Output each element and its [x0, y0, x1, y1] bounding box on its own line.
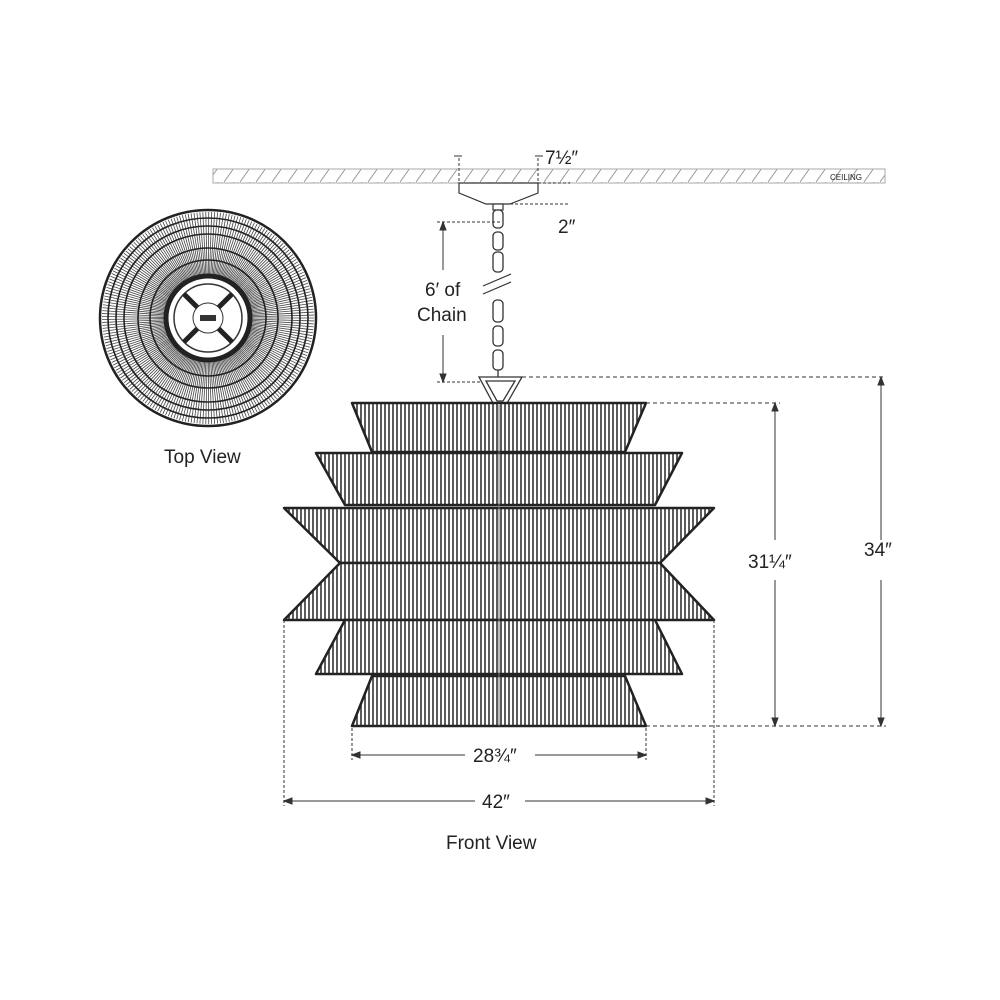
canopy — [458, 182, 539, 211]
height-dimensions — [522, 375, 886, 728]
ceiling: CEILING — [212, 168, 886, 184]
canopy-width-label: 7½″ — [545, 148, 578, 169]
chain-link — [492, 349, 504, 371]
front-view-caption: Front View — [446, 833, 537, 854]
body-height-label: 31¼″ — [748, 552, 792, 573]
top-view-shade — [98, 208, 318, 428]
canopy-height-label: 2″ — [558, 217, 576, 238]
canopy-width-dimension — [454, 155, 570, 205]
chain-link — [492, 299, 504, 323]
ceiling-label: CEILING — [830, 173, 862, 182]
bottom-width-label: 28¾″ — [473, 746, 517, 767]
chain — [492, 209, 504, 380]
top-view-caption: Top View — [164, 447, 241, 468]
chain-link — [492, 231, 504, 251]
chain-link — [492, 251, 504, 273]
overall-height-label: 34″ — [864, 540, 892, 561]
chain-link — [492, 209, 504, 229]
hanging-loop — [477, 376, 524, 406]
chain-label-line1: 6′ of — [425, 280, 461, 301]
chain-break-mark — [482, 273, 512, 295]
overall-width-label: 42″ — [482, 792, 510, 813]
chain-link — [492, 325, 504, 347]
width-dimensions — [282, 620, 716, 806]
chain-label-line2: Chain — [417, 305, 467, 326]
chain-length-dimension — [437, 220, 500, 384]
